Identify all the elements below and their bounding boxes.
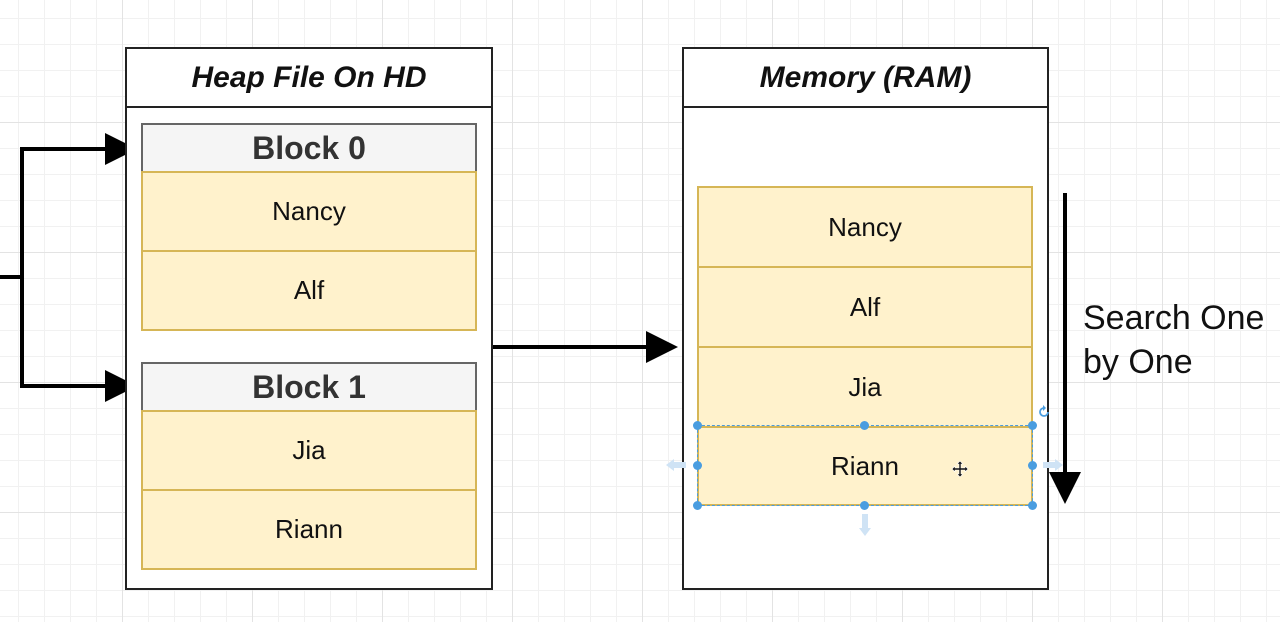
memory-title: Memory (RAM) — [684, 49, 1047, 108]
block-0-header[interactable]: Block 0 — [141, 123, 477, 173]
arrow-to-block-1 — [20, 277, 137, 402]
heap-record-alf[interactable]: Alf — [141, 250, 477, 331]
resize-handle-bottom[interactable] — [860, 501, 869, 510]
memory-record-jia[interactable]: Jia — [697, 346, 1033, 428]
resize-handle-top-left[interactable] — [693, 421, 702, 430]
move-cursor-icon — [952, 461, 968, 477]
arrow-to-block-0 — [20, 133, 137, 277]
resize-handle-bottom-left[interactable] — [693, 501, 702, 510]
rotate-handle-icon[interactable] — [1037, 405, 1051, 419]
heap-record-jia[interactable]: Jia — [141, 410, 477, 491]
resize-handle-bottom-right[interactable] — [1028, 501, 1037, 510]
block-1-header[interactable]: Block 1 — [141, 362, 477, 412]
search-annotation-line-2: by One — [1083, 343, 1193, 381]
resize-handle-top[interactable] — [860, 421, 869, 430]
heap-record-riann[interactable]: Riann — [141, 489, 477, 570]
heap-record-nancy[interactable]: Nancy — [141, 171, 477, 252]
heap-file-title: Heap File On HD — [127, 49, 491, 108]
resize-handle-left[interactable] — [693, 461, 702, 470]
memory-record-nancy[interactable]: Nancy — [697, 186, 1033, 268]
clone-arrow-right-icon[interactable] — [1043, 459, 1063, 471]
resize-handle-top-right[interactable] — [1028, 421, 1037, 430]
clone-arrow-left-icon[interactable] — [666, 459, 686, 471]
selection-outline — [697, 425, 1033, 506]
clone-arrow-down-icon[interactable] — [859, 514, 871, 536]
memory-record-alf[interactable]: Alf — [697, 266, 1033, 348]
resize-handle-right[interactable] — [1028, 461, 1037, 470]
search-annotation-line-1: Search One — [1083, 299, 1265, 337]
